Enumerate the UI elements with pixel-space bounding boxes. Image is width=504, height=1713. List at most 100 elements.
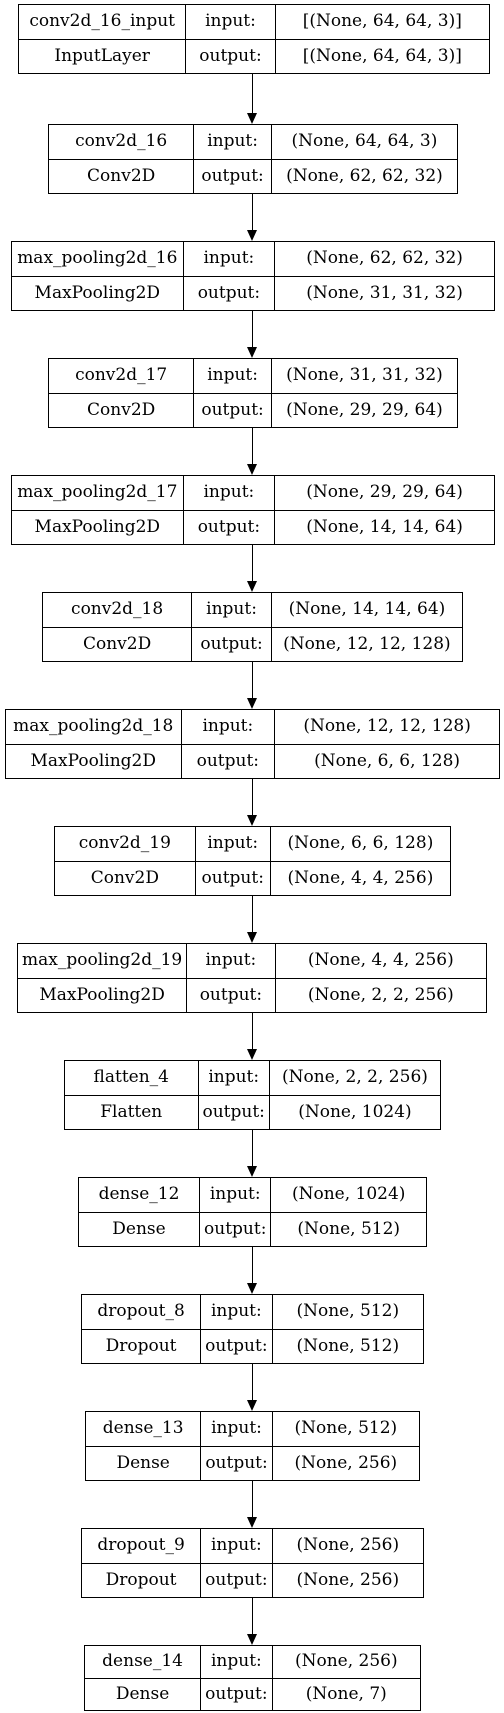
connection-arrow-line bbox=[251, 1598, 253, 1635]
layer-type: Dense bbox=[86, 1445, 202, 1480]
arrow-head-icon bbox=[247, 1634, 257, 1645]
layer-type: Flatten bbox=[65, 1094, 199, 1129]
layer-name: dense_14 bbox=[85, 1646, 202, 1679]
layer-name: dense_13 bbox=[86, 1412, 202, 1447]
input-label: input: bbox=[200, 1646, 273, 1679]
input-label: input: bbox=[182, 476, 276, 511]
input-shape: (None, 2, 2, 256) bbox=[268, 1061, 440, 1096]
output-label: output: bbox=[182, 275, 276, 310]
layer-name: dropout_8 bbox=[82, 1295, 202, 1330]
input-label: input: bbox=[199, 1178, 272, 1213]
layer-name: conv2d_19 bbox=[55, 827, 196, 862]
output-label: output: bbox=[193, 392, 272, 427]
layer-name: conv2d_16 bbox=[49, 125, 195, 160]
input-label: input: bbox=[200, 1529, 273, 1564]
connection-arrow-line bbox=[251, 545, 253, 582]
layer-type: Dropout bbox=[82, 1328, 202, 1363]
layer-name: conv2d_17 bbox=[49, 359, 195, 394]
layer-name: conv2d_16_input bbox=[19, 5, 187, 40]
connection-arrow-line bbox=[251, 194, 253, 231]
input-label: input: bbox=[197, 1061, 270, 1096]
connection-arrow-line bbox=[251, 74, 253, 114]
connection-arrow-line bbox=[251, 779, 253, 816]
input-shape: (None, 1024) bbox=[270, 1178, 426, 1213]
output-label: output: bbox=[200, 1445, 273, 1480]
output-shape: (None, 62, 62, 32) bbox=[270, 158, 457, 193]
input-label: input: bbox=[193, 125, 272, 160]
arrow-head-icon bbox=[247, 113, 257, 124]
input-shape: (None, 512) bbox=[271, 1412, 419, 1447]
input-label: input: bbox=[182, 242, 276, 277]
output-shape: (None, 512) bbox=[271, 1328, 423, 1363]
arrow-head-icon bbox=[247, 1049, 257, 1060]
output-label: output: bbox=[200, 1328, 273, 1363]
connection-arrow-line bbox=[251, 896, 253, 933]
connection-arrow-line bbox=[251, 662, 253, 699]
output-label: output: bbox=[191, 626, 272, 661]
input-shape: (None, 4, 4, 256) bbox=[274, 944, 486, 979]
output-shape: (None, 29, 29, 64) bbox=[270, 392, 457, 427]
output-shape: [(None, 64, 64, 3)] bbox=[274, 38, 489, 73]
output-shape: (None, 256) bbox=[271, 1562, 423, 1597]
input-label: input: bbox=[180, 710, 276, 745]
connection-arrow-line bbox=[251, 428, 253, 465]
output-shape: (None, 6, 6, 128) bbox=[274, 743, 499, 778]
connection-arrow-line bbox=[251, 1247, 253, 1284]
layer-type: MaxPooling2D bbox=[18, 977, 188, 1012]
connection-arrow-line bbox=[251, 1013, 253, 1050]
arrow-head-icon bbox=[247, 1400, 257, 1411]
connection-arrow-line bbox=[251, 1481, 253, 1518]
output-label: output: bbox=[199, 1211, 272, 1246]
input-label: input: bbox=[200, 1412, 273, 1447]
layer-type: MaxPooling2D bbox=[12, 509, 184, 544]
output-shape: (None, 512) bbox=[270, 1211, 426, 1246]
input-shape: (None, 14, 14, 64) bbox=[270, 593, 462, 628]
output-shape: (None, 14, 14, 64) bbox=[274, 509, 494, 544]
input-shape: (None, 256) bbox=[271, 1529, 423, 1564]
layer-name: dropout_9 bbox=[82, 1529, 202, 1564]
input-shape: (None, 512) bbox=[271, 1295, 423, 1330]
arrow-head-icon bbox=[247, 230, 257, 241]
output-label: output: bbox=[185, 38, 276, 73]
output-shape: (None, 12, 12, 128) bbox=[270, 626, 462, 661]
layer-name: max_pooling2d_19 bbox=[18, 944, 188, 979]
arrow-head-icon bbox=[247, 464, 257, 475]
layer-name: flatten_4 bbox=[65, 1061, 199, 1096]
layer-type: Conv2D bbox=[49, 158, 195, 193]
output-label: output: bbox=[180, 743, 276, 778]
output-shape: (None, 2, 2, 256) bbox=[274, 977, 486, 1012]
input-label: input: bbox=[185, 5, 276, 40]
input-shape: (None, 12, 12, 128) bbox=[274, 710, 499, 745]
layer-name: max_pooling2d_16 bbox=[12, 242, 184, 277]
layer-name: max_pooling2d_18 bbox=[6, 710, 182, 745]
input-label: input: bbox=[191, 593, 272, 628]
connection-arrow-line bbox=[251, 311, 253, 348]
arrow-head-icon bbox=[247, 1166, 257, 1177]
output-label: output: bbox=[200, 1677, 273, 1710]
layer-name: dense_12 bbox=[79, 1178, 201, 1213]
layer-type: Dense bbox=[85, 1677, 202, 1710]
layer-name: conv2d_18 bbox=[43, 593, 193, 628]
output-shape: (None, 4, 4, 256) bbox=[269, 860, 450, 895]
output-label: output: bbox=[186, 977, 276, 1012]
input-shape: (None, 62, 62, 32) bbox=[274, 242, 494, 277]
